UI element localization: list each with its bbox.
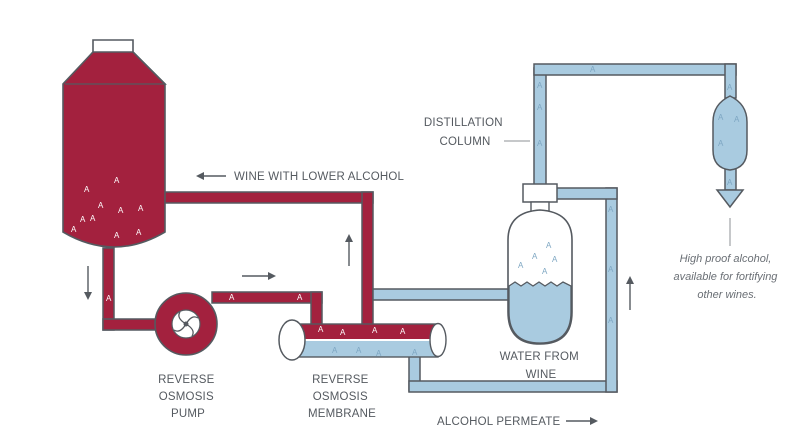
pump-inlet-pipe [102,318,164,331]
membrane-to-still-pipe [372,288,514,301]
alcohol-molecule-a: A [608,316,614,325]
alcohol-molecule-a: A [318,325,324,334]
flow-arrow-icon [196,172,226,180]
flow-arrows [84,172,634,425]
return-pipe-vertical [361,191,374,331]
alcohol-molecule-a: A [590,65,596,74]
alcohol-molecule-a: A [537,103,543,112]
alcohol-molecule-a: A [727,178,733,187]
membrane-tube-wine [291,323,439,341]
alcohol-molecule-a: A [546,241,552,250]
label-ro-membrane: REVERSE OSMOSIS MEMBRANE [308,374,376,420]
alcohol-molecule-a: A [518,261,524,270]
alcohol-molecule-a: A [542,267,548,276]
label-alcohol-permeate: ALCOHOL PERMEATE [437,416,560,428]
alcohol-molecule-a: A [114,231,120,240]
wine-molecules: A A A A A A A A A A A A A A A A A [71,176,406,337]
membrane-end-cap-left [278,319,306,361]
still-water-level [508,281,572,344]
alcohol-molecule-a: A [412,348,418,357]
alcohol-molecule-a: A [727,83,733,92]
alcohol-molecule-a: A [118,206,124,215]
permeate-pipe-top [554,187,618,200]
alcohol-molecule-a: A [532,252,538,261]
alcohol-molecule-a: A [71,225,77,234]
tank-wine-body [62,51,166,248]
alcohol-molecule-a: A [340,328,346,337]
alcohol-molecule-a: A [537,139,543,148]
flow-arrow-icon [566,417,598,425]
alcohol-molecule-a: A [138,204,144,213]
alcohol-molecule-a: A [90,214,96,223]
water-pipes [372,63,737,393]
label-wine-lower-alcohol: WINE WITH LOWER ALCOHOL [234,171,404,183]
alcohol-molecule-a: A [372,326,378,335]
flow-arrow-icon [242,272,276,280]
wine-tank [62,39,167,248]
ro-pump [154,292,218,356]
alcohol-molecule-a: A [106,294,112,303]
alcohol-molecule-a: A [98,201,104,210]
label-water-from-wine: WATER FROM WINE [500,351,583,381]
condenser-pipe-down [724,63,737,99]
alcohol-molecule-a: A [718,113,724,122]
alcohol-molecule-a: A [608,205,614,214]
alcohol-molecule-a: A [734,115,740,124]
alcohol-collector [712,95,748,246]
membrane-end-cap-right [429,322,447,358]
collector-output-arrow [715,189,745,209]
label-ro-pump: REVERSE OSMOSIS PUMP [158,374,218,420]
flow-arrow-icon [626,276,634,310]
flow-arrow-icon [84,266,92,300]
still-vessel [507,183,573,345]
collector-body [712,95,748,171]
tank-outlet-pipe [102,247,115,331]
alcohol-molecule-a: A [552,255,558,264]
alcohol-molecule-a: A [297,293,303,302]
permeate-pipe-bottom [408,380,618,393]
alcohol-molecule-a: A [537,81,543,90]
alcohol-molecule-a: A [718,139,724,148]
alcohol-molecule-a: A [608,265,614,274]
water-molecules: A A A A A A A A A A A A A A A A A A A A … [332,65,740,358]
permeate-pipe-up [605,187,618,393]
alcohol-molecule-a: A [400,327,406,336]
flow-arrow-icon [345,234,353,266]
alcohol-molecule-a: A [376,349,382,358]
ro-membrane [278,319,447,361]
return-pipe-horizontal [159,191,374,204]
label-high-proof-note: High proof alcohol, available for fortif… [673,253,780,301]
alcohol-molecule-a: A [84,185,90,194]
alcohol-molecule-a: A [136,228,142,237]
alcohol-molecule-a: A [356,346,362,355]
still-top-flange [522,183,558,203]
alcohol-molecule-a: A [229,293,235,302]
wine-pipes [102,191,374,333]
label-distillation-column: DISTILLATION COLUMN [424,117,506,148]
alcohol-molecule-a: A [80,215,86,224]
alcohol-molecule-a: A [332,346,338,355]
condenser-pipe-top [533,63,737,76]
alcohol-molecule-a: A [114,176,120,185]
